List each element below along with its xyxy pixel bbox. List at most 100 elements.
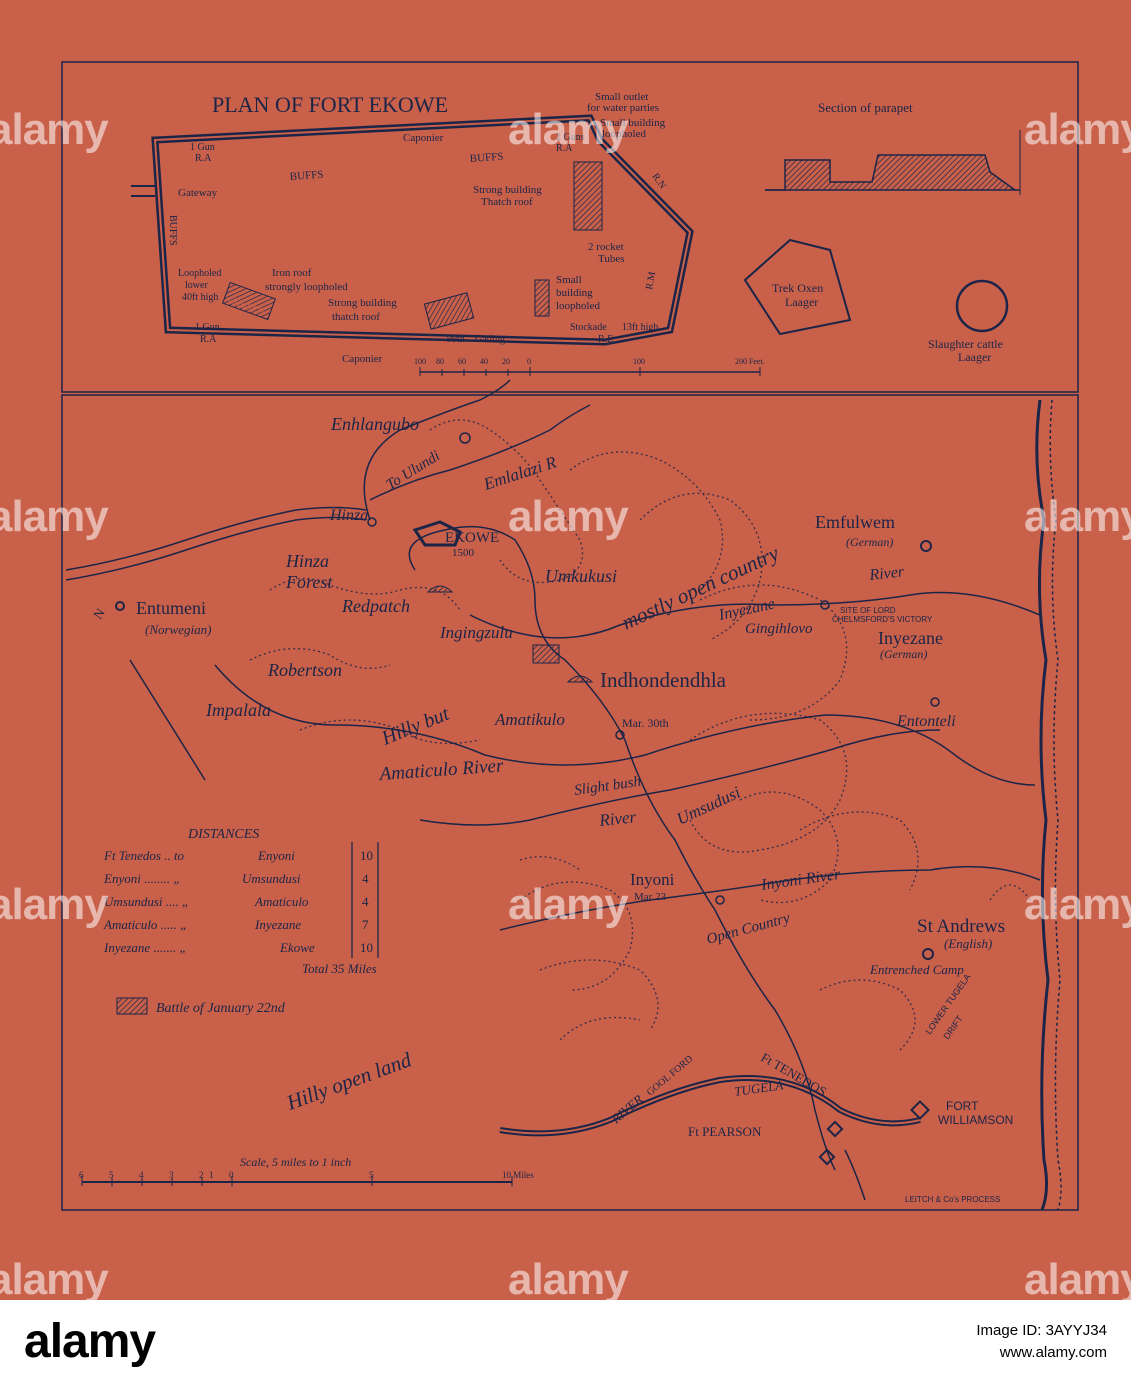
scale-0: 0 [229,1170,234,1180]
coastline [1035,399,1050,1211]
plan-scale-100: 100 [414,357,426,366]
label-guns-right: 2 Guns [556,132,585,143]
small-building [534,279,550,317]
label-ekowe: EKOWE [445,530,499,546]
distance-row-from: Inyezane ....... „ [103,940,187,955]
label-rockets-tubes: Tubes [598,253,625,265]
label-13ft: 13ft high [622,322,658,333]
scale-5b: 5 [369,1170,374,1180]
distances-title: DISTANCES [187,827,259,842]
label-hilly-open-land: Hilly open land [283,1047,415,1115]
strong-building [573,161,603,231]
label-english: (English) [944,936,992,951]
watermark: alamy [508,1255,629,1300]
label-entonteli: Entonteli [896,713,956,730]
battle-legend-swatch [116,997,148,1015]
scale-2: 2 [199,1170,204,1180]
trek-oxen-laager [743,238,852,336]
label-strongly-loopholed: strongly loopholed [265,281,348,293]
label-40ft-high: 40ft high [182,292,218,303]
label-loopholed: loopholed [602,128,646,140]
label-caponier-top: Caponier [403,132,444,144]
amatikulo-river [214,664,1036,786]
label-rn: R.N [650,171,668,191]
distance-row-from: Enyoni ........ „ [103,871,181,886]
distance-row-to: Enyoni [257,848,295,863]
alamy-logo[interactable]: alamy [24,1315,156,1368]
label-inyoni-river: Inyoni River [759,866,842,894]
north-line [129,659,206,781]
label-drift: DRIFT [941,1013,965,1041]
label-norwegian: (Norwegian) [145,622,211,637]
label-inyoni: Inyoni [630,870,675,889]
image-id: Image ID: 3AYYJ34 [976,1322,1107,1339]
enhlangubo-marker [459,432,471,444]
label-buffs-side: BUFFS [167,215,178,246]
label-gun-bottom: 1 Gun [195,322,220,333]
label-slaughter-laager: Laager [958,350,991,364]
hinza-marker [367,517,377,527]
distances-total: Total 35 Miles [302,961,377,976]
label-ekowe-altitude: 1500 [452,547,475,559]
label-gun-bottom-ra: R.A [200,334,217,345]
label-rm: R.M [644,271,658,291]
battle-area-ingingzulu [532,644,560,664]
label-building: building [556,287,593,299]
label-inyezane: Inyezane [878,628,943,648]
label-small-building: Small building [600,117,666,129]
label-enhlangubo: Enhlangubo [330,414,419,434]
label-mar-30: Mar. 30th [622,716,669,730]
scale-10-miles: 10 Miles [502,1170,534,1180]
label-hinza: Hinza [329,507,368,524]
site-url[interactable]: www.alamy.com [999,1344,1107,1361]
label-stockade: Stockade [570,322,607,333]
label-99th: 99th [447,334,465,345]
distance-row-miles: 7 [362,917,369,932]
label-german-2: (German) [880,647,927,661]
entumeni-mission-marker [115,601,125,611]
label-amaticulo-river: Amaticulo River [377,755,505,785]
map-frame [61,394,1079,1211]
label-fort: FORT [946,1099,979,1113]
label-ft-pearson: Ft PEARSON [688,1124,762,1139]
label-rockets: 2 rocket [588,241,624,253]
label-trek-oxen: Trek Oxen [772,281,823,295]
label-redpatch: Redpatch [341,596,410,616]
distance-row-to: Inyezane [254,917,301,932]
scale-3: 3 [169,1170,174,1180]
label-gun-left-ra: R.A [195,153,212,164]
rivers [65,404,1041,931]
label-german-1: (German) [846,535,893,549]
label-slight-bush: Slight bush [573,774,642,799]
gingihlovo-marker [820,600,830,610]
label-slaughter: Slaughter cattle [928,337,1003,351]
watermark: alamy [508,880,629,929]
label-robertson: Robertson [267,660,342,680]
plan-scale-40: 40 [480,357,488,366]
label-to-ulundi: To Ulundi [384,448,443,493]
label-entrenched-camp: Entrenched Camp [869,962,964,977]
label-umsudusi-river-word: River [597,807,637,830]
inyoni-river [499,865,1041,931]
distance-row-from: Amaticulo ..... „ [103,917,187,932]
amatikulo-marker [615,730,625,740]
distance-row-to: Umsundusi [242,871,301,886]
distance-row-from: Umsundusi .... „ [104,894,189,909]
distance-row-to: Amaticulo [254,894,309,909]
label-hinza-forest: Hinza [285,551,329,571]
label-indhondendhla: Indhondendhla [600,668,727,692]
main-road [408,525,836,1171]
label-entumeni: Entumeni [136,598,206,618]
emlalazi-river [369,404,591,501]
label-umsudusi: Umsudusi [674,783,744,829]
watermark: alamy [1024,492,1131,541]
map-image: PLAN OF FORT EKOWE Small outlet for wate… [0,0,1131,1300]
fort-plan [131,114,1021,376]
inyezane-river [469,591,1041,639]
plan-scale-60: 60 [458,357,466,366]
label-buffs-top-2: BUFFS [469,151,503,165]
label-amatikulo: Amatikulo [494,710,565,729]
church-building [222,281,276,321]
distance-row-miles: 10 [360,940,373,955]
label-williamson: WILLIAMSON [938,1113,1013,1127]
